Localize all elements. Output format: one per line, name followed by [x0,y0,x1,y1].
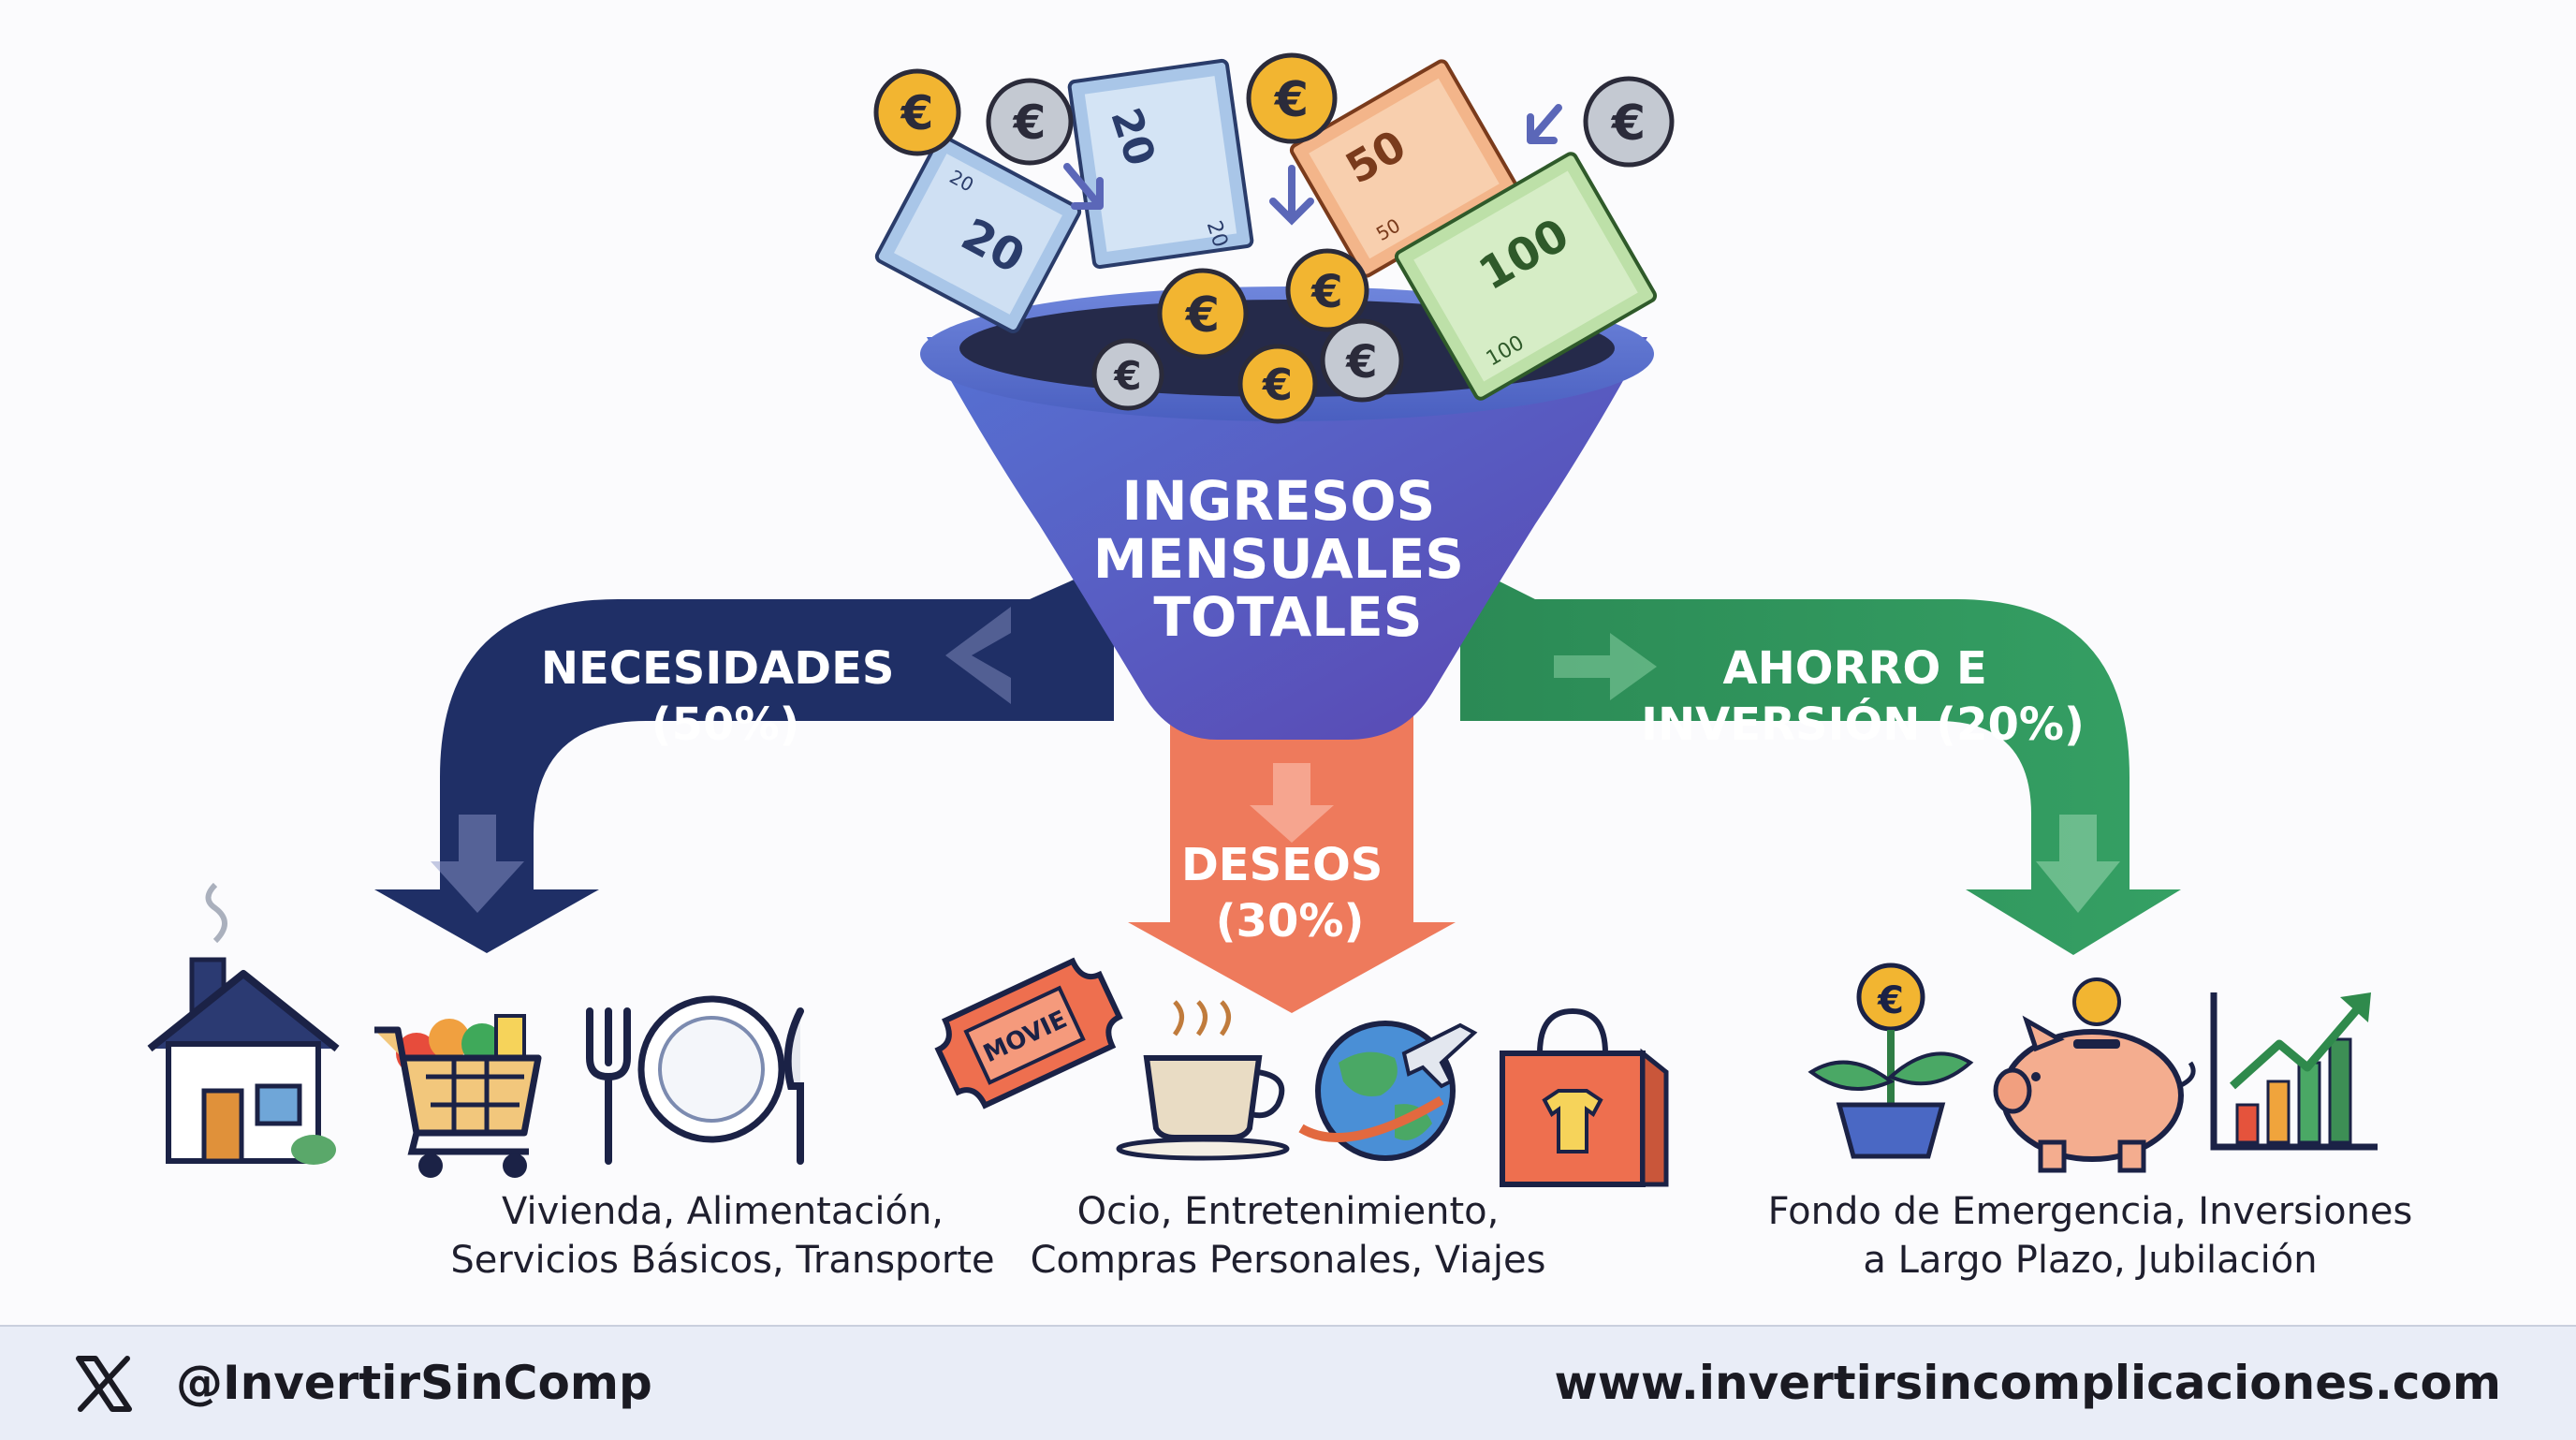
savings-arrow [1460,562,2181,955]
svg-text:€: € [1877,979,1904,1022]
svg-text:€: € [900,86,934,140]
coin-gold: € [1249,55,1335,141]
svg-text:€: € [1310,266,1342,318]
piggy-bank-icon [1996,979,2193,1170]
website-link[interactable]: www.invertirsincomplicaciones.com [1555,1355,2501,1411]
svg-text:€: € [1262,360,1293,410]
svg-text:€: € [1113,353,1141,399]
social-handle-link[interactable]: @InvertirSinComp [176,1355,652,1411]
x-logo-icon[interactable] [73,1353,135,1415]
coin-silver: € [1323,321,1401,400]
budget-funnel-diagram: 20 20 20 20 50 50 100 100 € € € € € € € … [0,0,2576,1325]
growth-chart-icon [2214,992,2378,1147]
coin-silver: € [1094,341,1162,408]
svg-text:€: € [1345,336,1377,389]
money-plant-icon: € [1811,965,1970,1156]
coin-silver: € [1586,79,1672,165]
shopping-bag-icon [1502,1011,1666,1184]
footer: @InvertirSinComp www.invertirsincomplica… [0,1325,2576,1440]
wants-caption: Ocio, Entretenimiento, Compras Personale… [904,1187,1672,1285]
banknote-20-center: 20 20 [1069,60,1252,268]
savings-caption: Fondo de Emergencia, Inversiones a Largo… [1706,1187,2474,1285]
svg-text:€: € [1013,96,1046,150]
plate-cutlery-icon [590,999,800,1161]
coin-silver: € [988,81,1071,163]
coin-gold: € [1240,346,1315,421]
svg-text:€: € [1274,72,1309,128]
coin-gold: € [876,71,959,154]
shopping-cart-icon [374,1016,538,1178]
coin-gold: € [1160,271,1246,357]
needs-arrow [374,562,1114,953]
coffee-cup-icon [1119,1002,1287,1158]
movie-ticket-icon: MOVIE [929,953,1129,1113]
house-icon [150,885,337,1165]
coin-gold: € [1288,251,1367,330]
globe-airplane-icon [1301,1023,1474,1158]
svg-text:€: € [1611,96,1646,152]
svg-text:€: € [1185,287,1220,344]
falling-arrow-icon [1530,108,1559,140]
